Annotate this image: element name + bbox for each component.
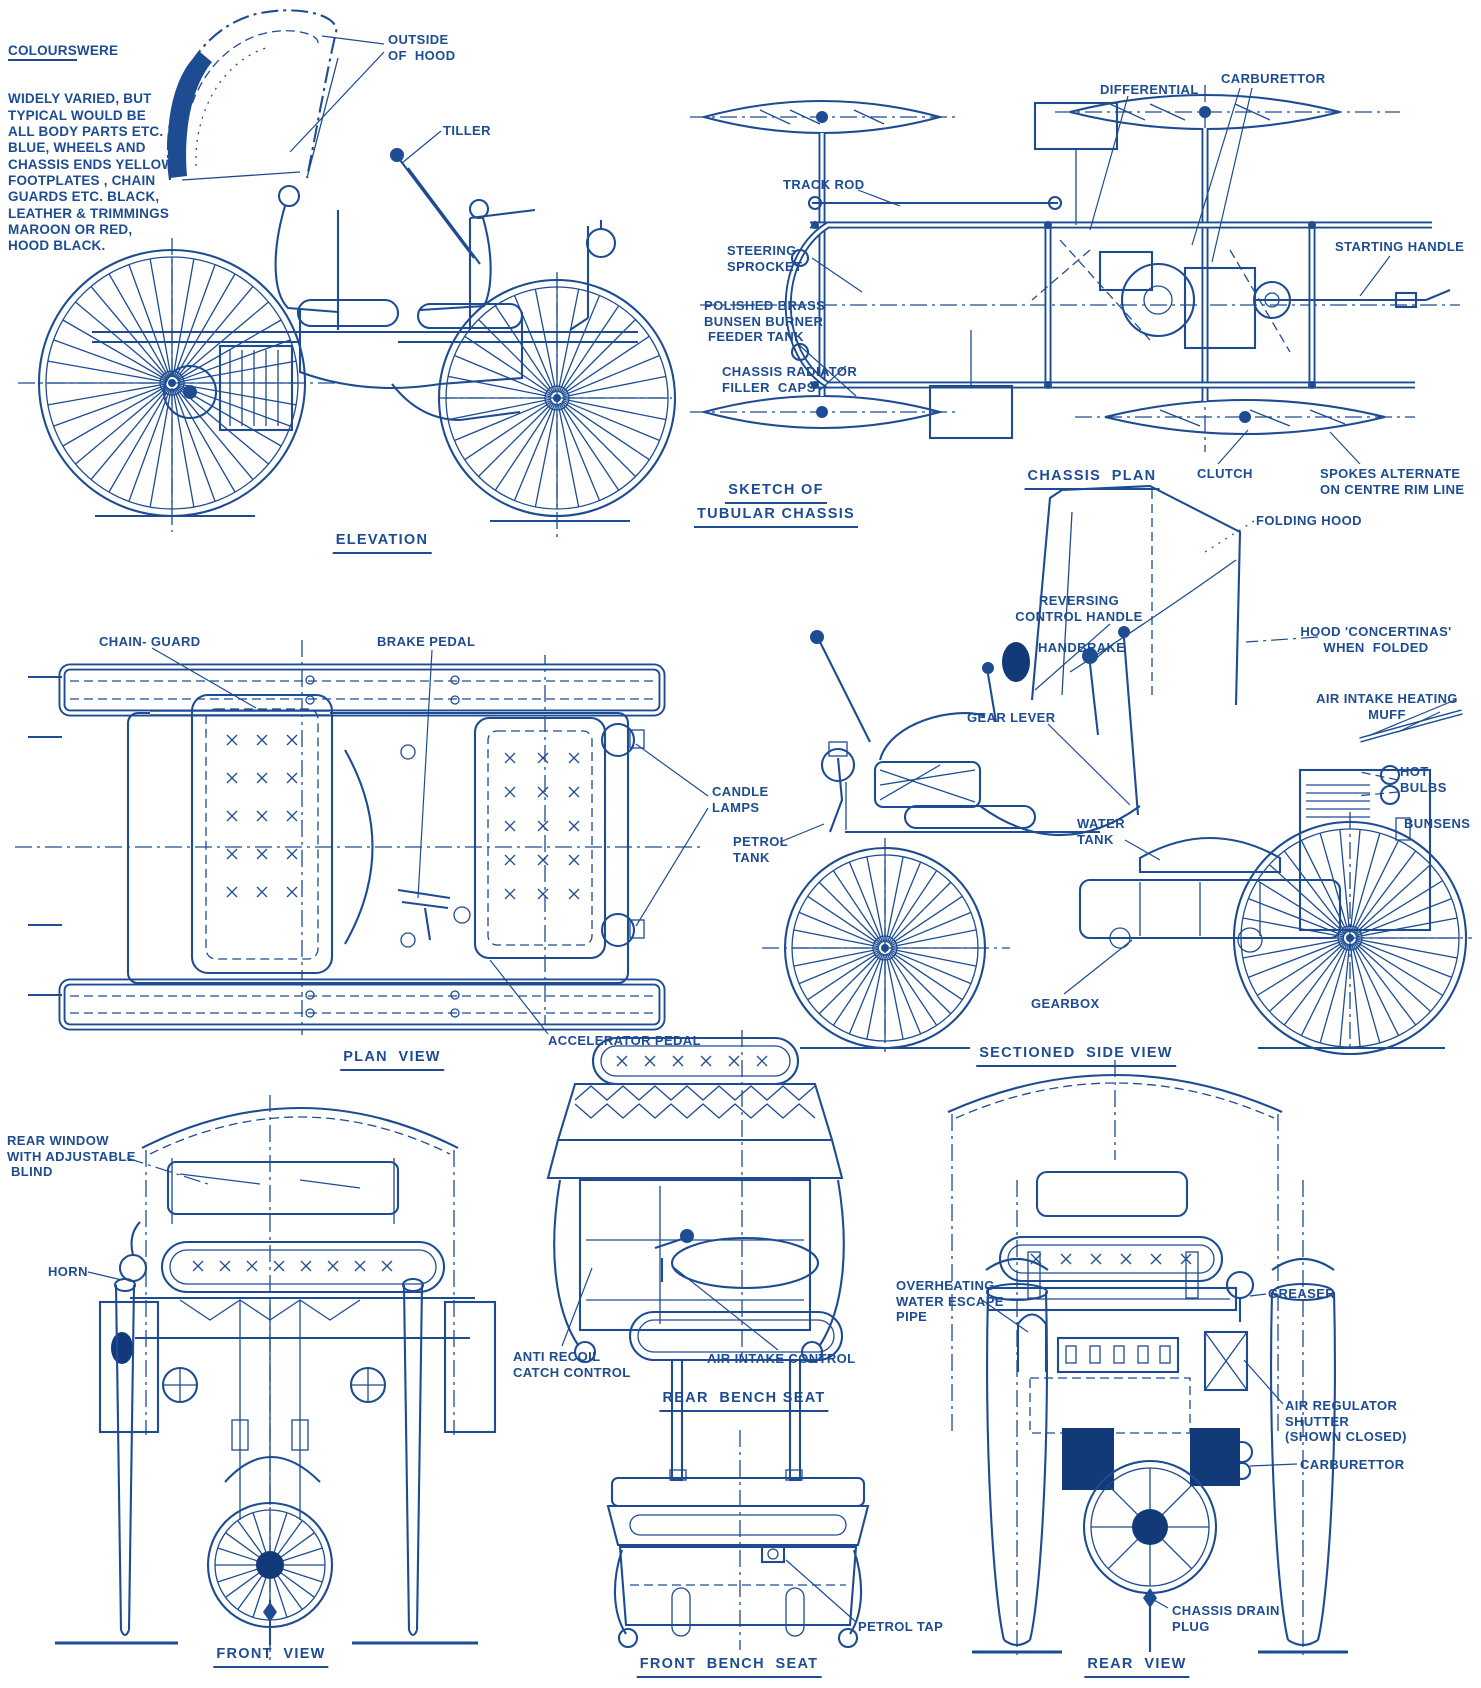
view-front-bench-seat — [606, 1310, 870, 1650]
label-rear-bench-seat: REAR BENCH SEAT — [659, 1388, 829, 1412]
backrest-ticks — [616, 1055, 768, 1067]
seat-tufting-rear — [226, 734, 298, 898]
label-differential: DIFFERENTIAL — [1100, 82, 1199, 97]
transmission-wheel — [206, 1501, 334, 1629]
colours-note-first-line: COLOURS WERE — [8, 42, 118, 61]
seat-tufting-front — [504, 752, 580, 900]
view-plan — [15, 640, 700, 1035]
label-air-intake-control: AIR INTAKE CONTROL — [707, 1351, 856, 1366]
label-sectioned-side-view: SECTIONED SIDE VIEW — [976, 1043, 1176, 1067]
colours-note: COLOURS WERE WIDELY VARIED, BUT TYPICAL … — [8, 10, 178, 271]
view-front — [55, 1095, 497, 1660]
label-gear-lever: GEAR LEVER — [967, 710, 1056, 725]
label-brake-pedal: BRAKE PEDAL — [377, 634, 476, 649]
view-chassis-plan — [690, 85, 1460, 452]
label-horn: HORN — [48, 1264, 88, 1279]
label-folding-hood: FOLDING HOOD — [1256, 513, 1362, 528]
label-bunsens: BUNSENS — [1404, 816, 1471, 831]
label-track-rod: TRACK ROD — [783, 177, 865, 192]
label-chassis-plan: CHASSIS PLAN — [1024, 466, 1160, 490]
label-carburettor-plan: CARBURETTOR — [1221, 71, 1326, 86]
view-rear-bench-seat — [546, 1030, 845, 1364]
view-rear — [947, 1060, 1348, 1655]
label-starting-handle: STARTING HANDLE — [1335, 239, 1465, 254]
label-carburettor-rear: CARBURETTOR — [1300, 1457, 1405, 1472]
colours-note-body: WIDELY VARIED, BUT TYPICAL WOULD BE ALL … — [8, 91, 178, 254]
label-hood-concertinas: HOOD 'CONCERTINAS'WHEN FOLDED — [1300, 624, 1452, 655]
label-front-bench-seat: FRONT BENCH SEAT — [636, 1654, 822, 1678]
colours-note-heading: COLOURS — [8, 42, 77, 61]
label-petrol-tap: PETROL TAP — [858, 1619, 944, 1634]
label-accelerator-pedal: ACCELERATOR PEDAL — [548, 1033, 701, 1048]
label-gearbox: GEARBOX — [1031, 996, 1100, 1011]
label-elevation: ELEVATION — [332, 530, 432, 554]
label-plan-view: PLAN VIEW — [340, 1047, 444, 1071]
label-clutch: CLUTCH — [1197, 466, 1253, 481]
label-handbrake: HANDBRAKE — [1038, 640, 1126, 655]
seat-ticks — [192, 1260, 393, 1272]
view-sectioned-side — [762, 484, 1472, 1056]
label-chain-guard: CHAIN- GUARD — [99, 634, 201, 649]
label-tiller: TILLER — [443, 123, 491, 138]
label-front-view: FRONT VIEW — [213, 1644, 329, 1668]
leader-lines — [87, 35, 1456, 1623]
view-elevation — [18, 9, 677, 537]
label-greaser: GREASER — [1268, 1286, 1336, 1301]
label-rear-view: REAR VIEW — [1084, 1654, 1190, 1678]
